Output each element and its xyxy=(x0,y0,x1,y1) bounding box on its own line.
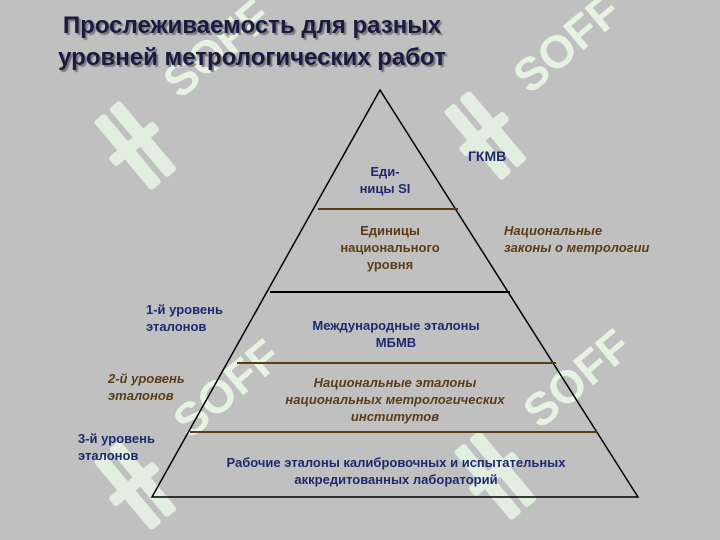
page-title: Прослеживаемость для разных уровней метр… xyxy=(58,12,446,71)
tier-national-standards: Национальные эталоны национальных метрол… xyxy=(270,374,520,425)
label-level-3: 3-й уровень эталонов xyxy=(78,430,155,464)
tier-national-units: Единицы национального уровня xyxy=(310,222,470,273)
label-national-laws: Национальные законы о метрологии xyxy=(504,222,649,256)
tier-line: институтов xyxy=(350,409,440,424)
label-gkmv: ГКМВ xyxy=(468,148,507,164)
label-line: Национальные xyxy=(504,223,603,238)
label-line: эталонов xyxy=(146,319,207,334)
watermark-logo xyxy=(444,91,527,180)
tier-line: Международные эталоны xyxy=(312,318,480,333)
label-level-1: 1-й уровень эталонов xyxy=(146,301,223,335)
tier-line: Рабочие эталоны калибровочных и испытате… xyxy=(226,455,566,470)
label-line: 3-й уровень xyxy=(78,431,155,446)
pyramid-outline xyxy=(150,88,640,498)
tier-line: ницы SI xyxy=(359,181,411,196)
tier-line: национального xyxy=(340,240,440,255)
tier-line: Еди- xyxy=(370,164,400,179)
tier-working-standards: Рабочие эталоны калибровочных и испытате… xyxy=(200,454,592,488)
label-line: эталонов xyxy=(78,448,139,463)
watermark-logo xyxy=(94,101,177,190)
label-line: 1-й уровень xyxy=(146,302,223,317)
tier-bipm-standards: Международные эталоны МБМВ xyxy=(290,317,502,351)
tier-line: национальных метрологических xyxy=(285,392,505,407)
tier-line: Единицы xyxy=(360,223,420,238)
watermark-logo xyxy=(94,441,177,530)
tier-line: МБМВ xyxy=(375,335,417,350)
label-line: 2-й уровень xyxy=(108,371,185,386)
label-line: законы о метрологии xyxy=(504,240,650,255)
tier-line: Национальные эталоны xyxy=(313,375,477,390)
label-level-2: 2-й уровень эталонов xyxy=(108,370,185,404)
tier-si-units: Еди- ницы SI xyxy=(335,163,435,197)
label-line: эталонов xyxy=(108,388,174,403)
tier-line: уровня xyxy=(366,257,414,272)
watermark-logo xyxy=(454,431,537,520)
tier-line: аккредитованных лабораторий xyxy=(294,472,498,487)
